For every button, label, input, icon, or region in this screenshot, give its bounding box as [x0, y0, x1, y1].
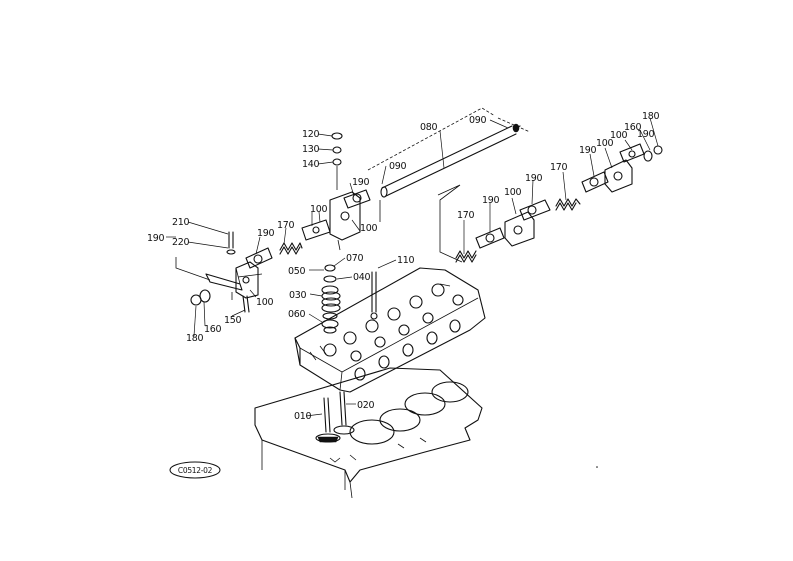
callout-100-right-2: 100: [596, 138, 613, 149]
callout-030: 030: [289, 290, 306, 301]
callout-labels: 010 020 030 040 050 060 070 080 090 090 …: [147, 111, 660, 422]
callout-010: 010: [294, 411, 311, 422]
callout-160-left: 160: [204, 324, 221, 335]
cylinder-block: [254, 367, 483, 499]
callout-050: 050: [288, 266, 305, 277]
right-rocker-bracket-1: [504, 211, 535, 247]
left-end-nut: [190, 289, 211, 306]
rocker-shaft: [380, 123, 521, 198]
callout-060: 060: [288, 309, 305, 320]
right-end-nut: [643, 145, 663, 162]
push-rod: [370, 271, 378, 320]
callout-170-mid: 170: [457, 210, 474, 221]
left-stud: [226, 231, 236, 255]
callout-100-center: 100: [360, 223, 377, 234]
right-rocker-arm-2: [475, 227, 505, 249]
center-rocker-bracket: [329, 191, 361, 251]
callout-190-right-3: 190: [637, 129, 654, 140]
center-rocker-arm-2: [301, 219, 331, 241]
callout-100-center-upper: 100: [310, 204, 327, 215]
valve-spring-assembly: [321, 264, 341, 334]
callout-040: 040: [353, 272, 370, 283]
callout-190-left-arm: 190: [257, 228, 274, 239]
callout-190-mid: 190: [482, 195, 499, 206]
callout-150: 150: [224, 315, 241, 326]
callout-180-left: 180: [186, 333, 203, 344]
right-rocker-arm-1: [519, 199, 551, 221]
leader-lines: [166, 117, 659, 417]
drawing-stamp: C0512-02: [169, 461, 221, 479]
callout-070: 070: [346, 253, 363, 264]
callout-100-right-1: 100: [504, 187, 521, 198]
center-rocker-arm: [343, 189, 371, 209]
spring-170-left: [279, 242, 303, 255]
callout-170-left: 170: [277, 220, 294, 231]
left-rocker-arm: [245, 247, 273, 269]
spring-170-right: [555, 198, 581, 211]
callout-120: 120: [302, 129, 319, 140]
callout-100-right-3: 100: [610, 130, 627, 141]
callout-090-shaft-end: 090: [469, 115, 486, 126]
callout-020: 020: [357, 400, 374, 411]
callout-190-right-2: 190: [579, 145, 596, 156]
callout-170-right: 170: [550, 162, 567, 173]
cylinder-head: [294, 267, 486, 393]
callout-090-shaft-plug: 090: [389, 161, 406, 172]
right-rocker-bracket-2: [604, 159, 633, 193]
exhaust-valve: [333, 391, 355, 435]
stamp-text: C0512-02: [178, 466, 213, 475]
spring-170-mid: [455, 250, 477, 263]
callout-210: 210: [172, 217, 189, 228]
callout-100-left: 100: [256, 297, 273, 308]
right-rocker-arm-3: [581, 171, 609, 193]
callout-220: 220: [172, 237, 189, 248]
right-rocker-arm-4: [619, 143, 645, 163]
callout-190-center: 190: [352, 177, 369, 188]
stud-120-140: [331, 132, 343, 190]
callout-190-left-group: 190: [147, 233, 164, 244]
callout-080: 080: [420, 122, 437, 133]
callout-110: 110: [397, 255, 414, 266]
left-rocker-bracket: [205, 261, 259, 313]
callout-140: 140: [302, 159, 319, 170]
callout-180-right: 180: [642, 111, 659, 122]
callout-190-right-1: 190: [525, 173, 542, 184]
callout-130: 130: [302, 144, 319, 155]
intake-valve: [315, 397, 341, 443]
callout-160-right: 160: [624, 122, 641, 133]
